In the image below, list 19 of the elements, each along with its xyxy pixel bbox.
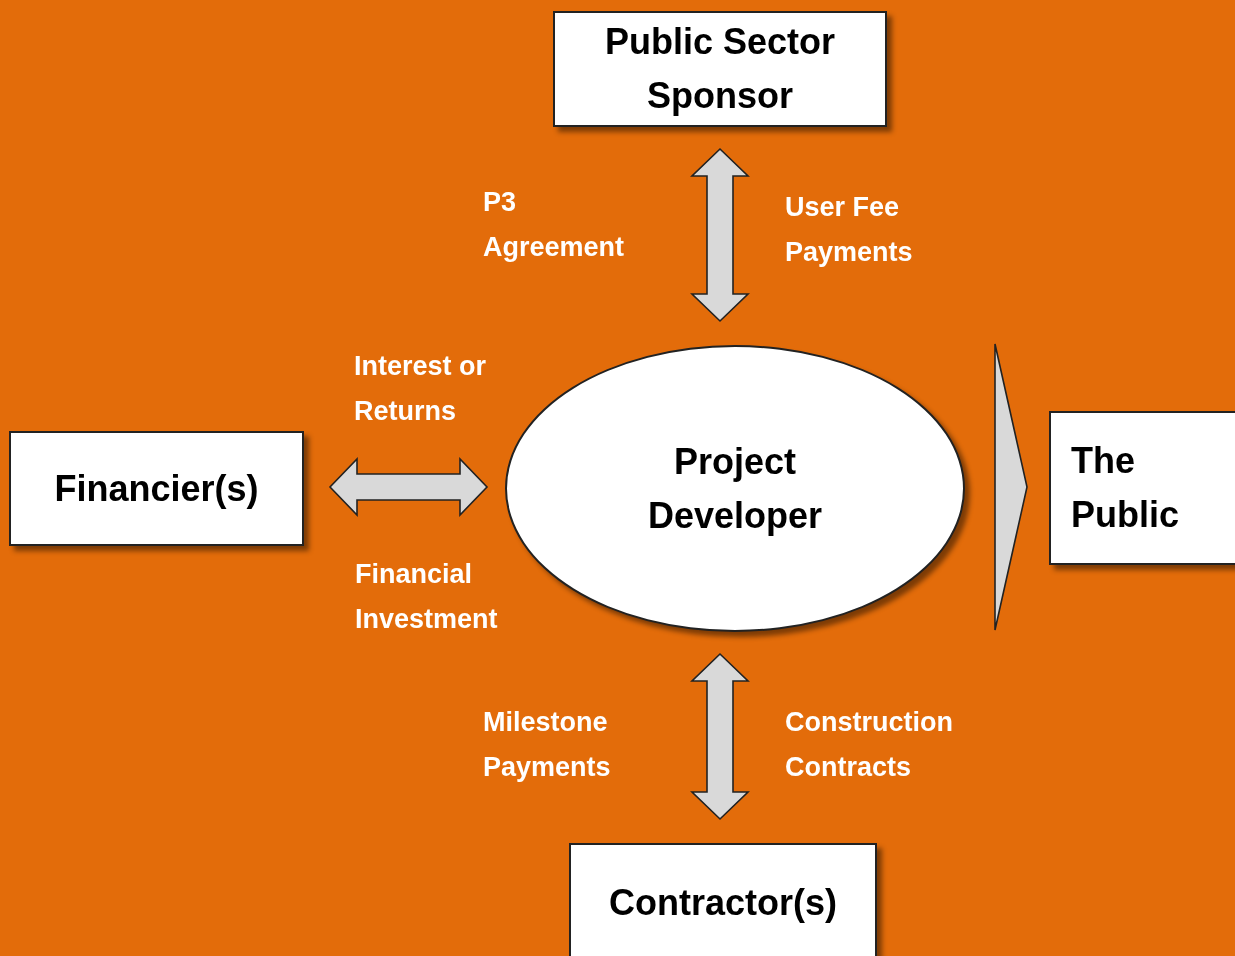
node-label: Financier(s) <box>54 466 259 511</box>
flow-label: Interest or Returns <box>354 350 488 428</box>
node-label: Contractor(s) <box>609 881 837 925</box>
flow-label: Financial Investment <box>355 558 499 636</box>
block-arrow <box>994 343 1028 631</box>
process-box <box>1049 411 1235 565</box>
flow-label: User Fee Payments <box>785 191 914 269</box>
flow-label: P3 Agreement <box>483 186 626 264</box>
block-arrow <box>690 147 750 323</box>
node-label: Project Developer <box>646 439 824 538</box>
process-box <box>553 11 887 127</box>
block-arrow <box>328 457 489 517</box>
flow-label: Milestone Payments <box>483 706 612 784</box>
node-label: Public Sector Sponsor <box>603 20 837 118</box>
flow-label: Construction Contracts <box>785 706 954 784</box>
process-box <box>569 843 877 956</box>
process-box <box>9 431 304 546</box>
node-label: The Public <box>1071 439 1181 537</box>
block-arrow <box>690 652 750 821</box>
